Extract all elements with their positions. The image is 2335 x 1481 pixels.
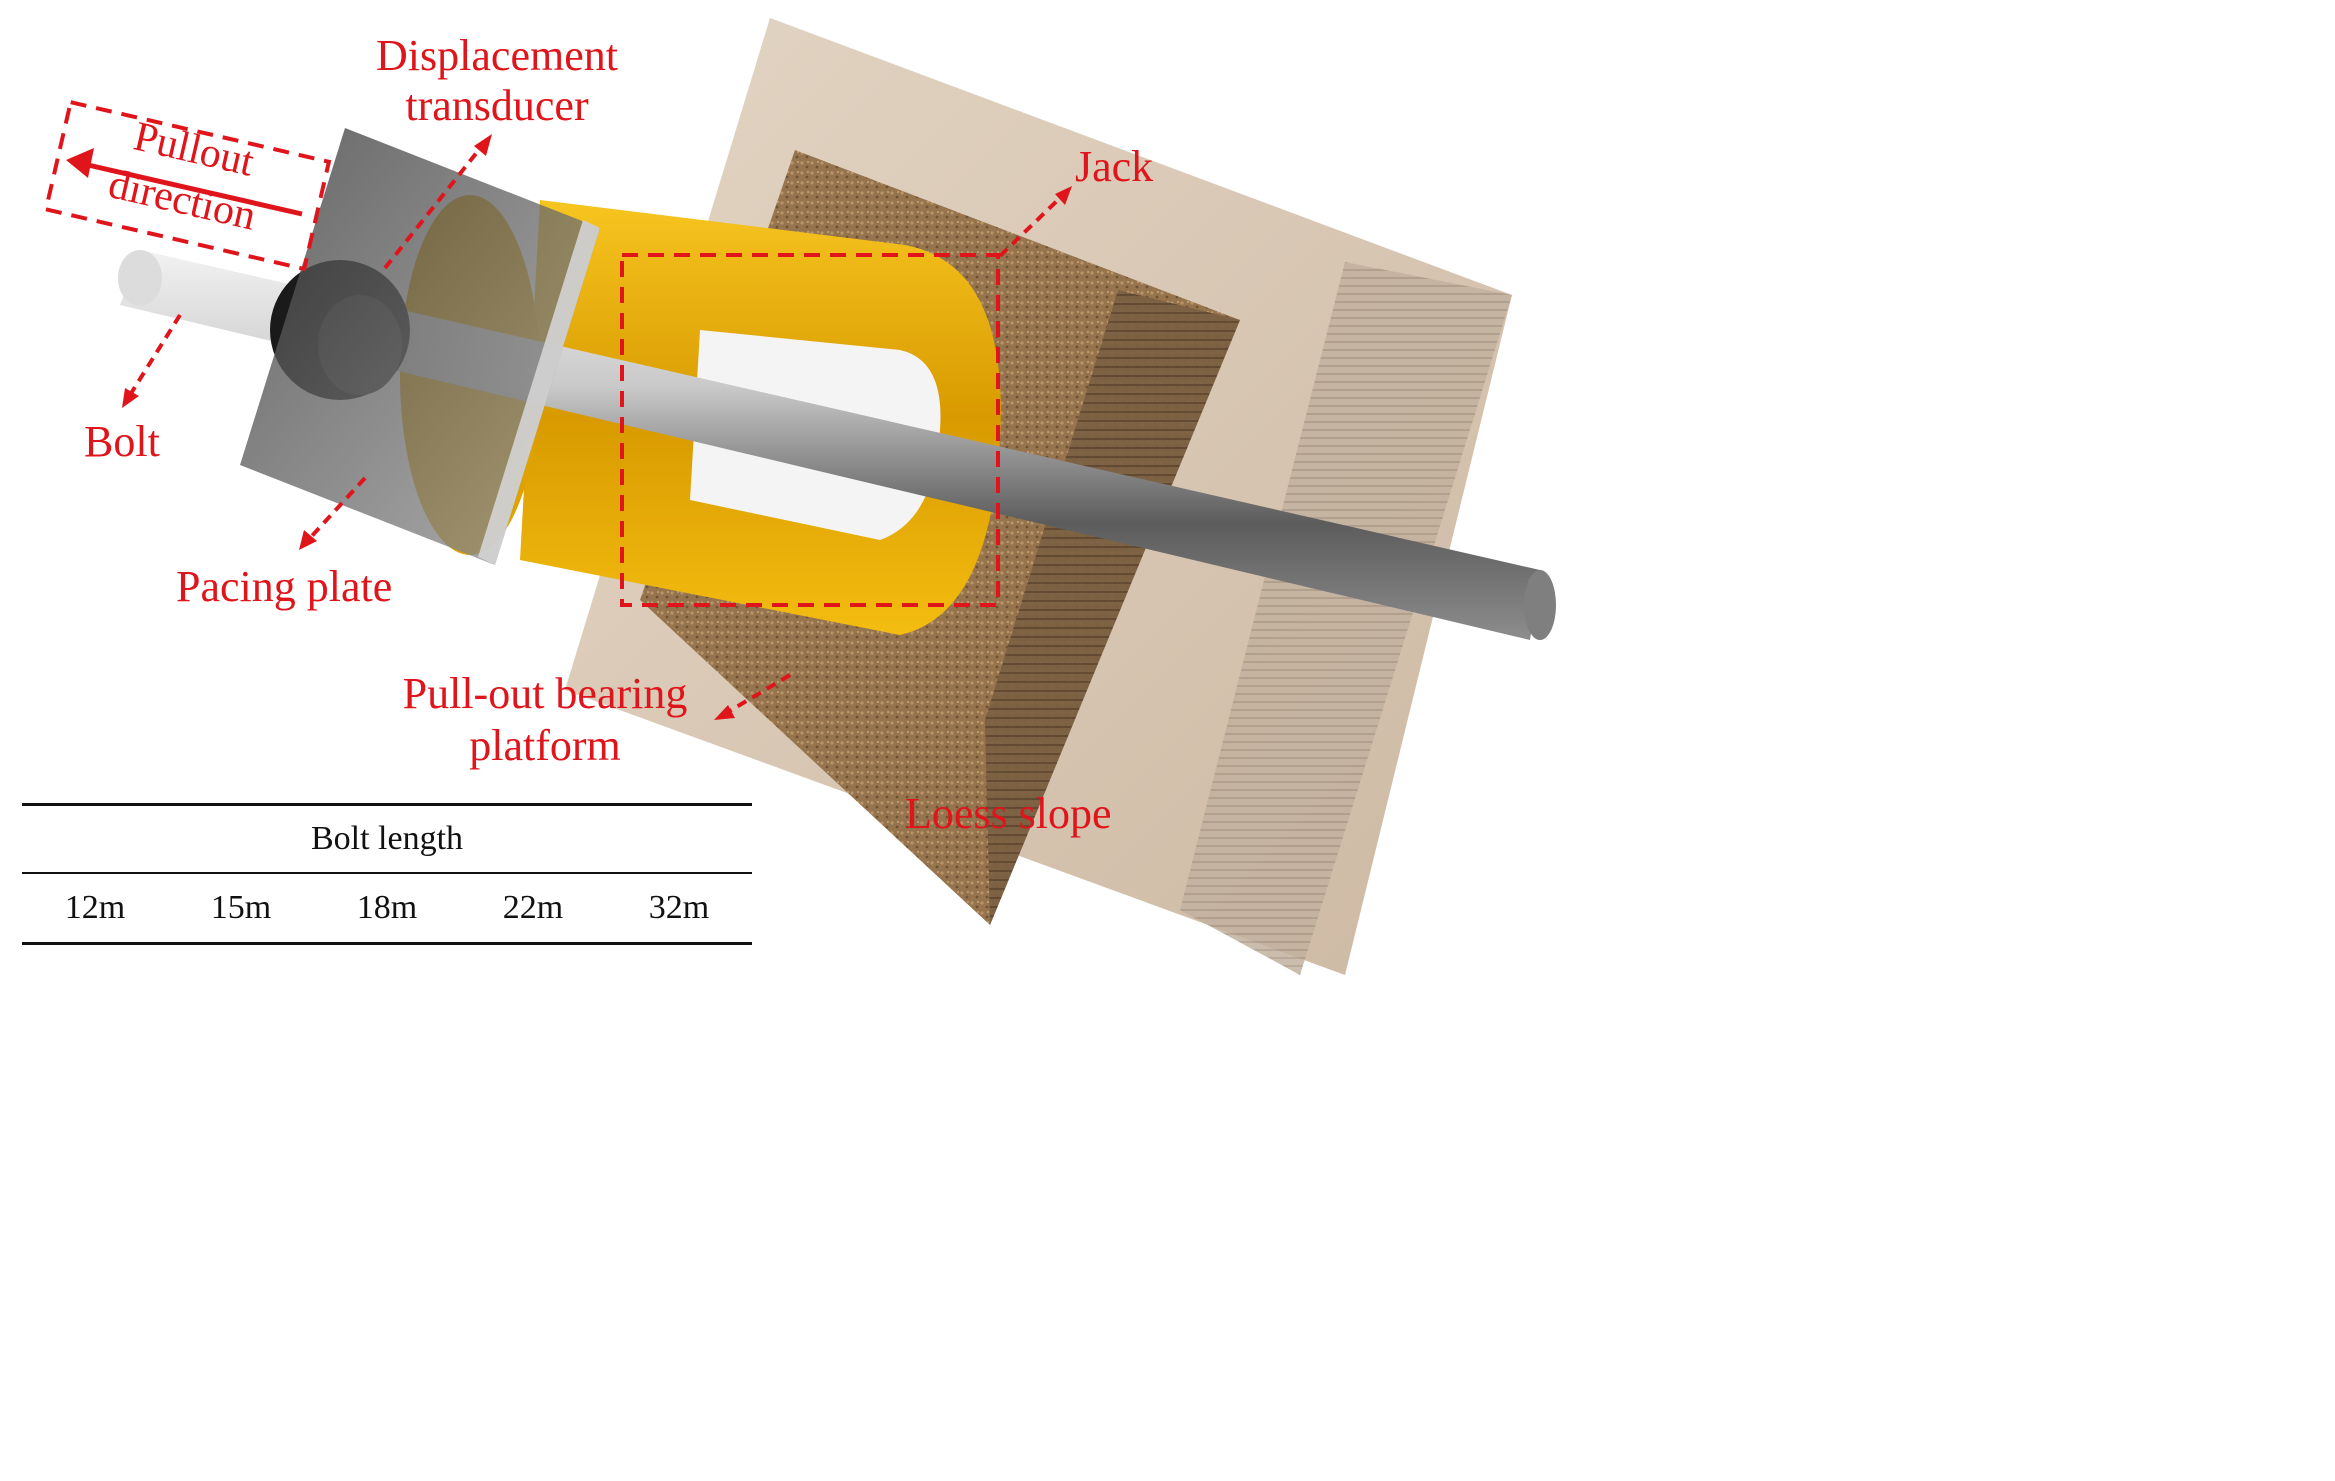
bolt-pullout-test-diagram [43, 18, 1556, 975]
jack-label: Jack [1075, 142, 1154, 191]
leader-arrows [128, 144, 1064, 714]
jack-dashed-box [620, 253, 1000, 607]
platform-label-line2: platform [469, 721, 621, 770]
pacing-plate [240, 128, 600, 565]
table-cell-22m: 22m [502, 889, 564, 926]
bolt-leader [128, 313, 182, 397]
jack-leader [998, 194, 1064, 258]
displacement-transducer-label: Displacement transducer [352, 34, 642, 128]
table-mid-rule [22, 872, 752, 874]
pull-out-bearing-platform-label: Pull-out bearing platform [380, 672, 710, 768]
platform-leader [726, 673, 792, 714]
table-cell-18m: 18m [356, 889, 418, 926]
platform-label-line1: Pull-out bearing [402, 669, 688, 718]
transducer-leader [383, 144, 484, 270]
bolt-label: Bolt [84, 417, 160, 466]
pullout-direction-arrow [66, 148, 303, 217]
table-header: Bolt length [310, 820, 464, 857]
bolt-length-table: Bolt length 12m 15m 18m 22m 32m [22, 803, 752, 945]
pullout-direction-box [43, 99, 332, 272]
plate-leader [308, 476, 367, 540]
table-top-rule [22, 803, 752, 806]
table-row: 12m 15m 18m 22m 32m [22, 874, 752, 942]
loess-slope-label: Loess slope [905, 789, 1112, 838]
table-cell-15m: 15m [210, 889, 272, 926]
table-cell-12m: 12m [64, 889, 126, 926]
displacement-label-line2: transducer [405, 81, 589, 130]
leader-arrowheads [122, 134, 1072, 720]
table-cell-32m: 32m [648, 889, 710, 926]
table-bottom-rule [22, 942, 752, 945]
displacement-label-line1: Displacement [376, 31, 618, 80]
pacing-plate-label: Pacing plate [176, 562, 393, 611]
